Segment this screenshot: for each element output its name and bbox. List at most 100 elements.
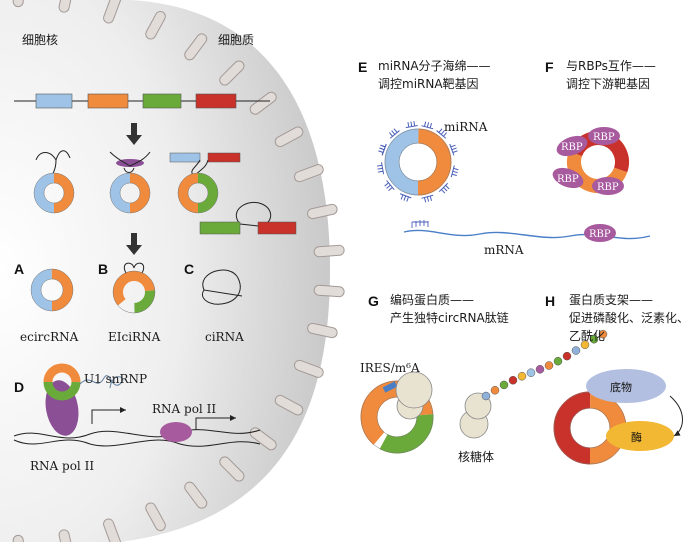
mirna-molecule <box>436 128 448 139</box>
rna-pol-ii-label-1: RNA pol II <box>30 459 94 473</box>
rbp-label-3: RBP <box>557 174 579 185</box>
mirna-molecule <box>384 180 395 192</box>
exon-red <box>195 93 237 109</box>
ecircrna-circle <box>30 268 74 312</box>
mirna-molecule <box>378 143 387 156</box>
exon-blue <box>35 93 73 109</box>
down-arrow-2 <box>126 233 142 255</box>
mirna-molecule <box>388 128 400 139</box>
amino-acid <box>598 329 608 339</box>
membrane-segment <box>219 60 245 86</box>
membrane-segment <box>313 244 345 258</box>
mirna-molecule <box>421 121 434 130</box>
rna-pol-ii-small <box>160 422 192 442</box>
membrane-segment <box>58 0 74 13</box>
enzyme-label: 酶 <box>631 431 642 444</box>
nucleus-label: 细胞核 <box>22 33 58 47</box>
substrate-arrow <box>669 395 683 437</box>
panel-B-letter: B <box>98 261 108 277</box>
ribosome-free <box>459 392 492 439</box>
panel-D-letter: D <box>14 379 24 395</box>
mirna-molecule <box>405 121 418 129</box>
cirna-lariat <box>201 269 243 305</box>
membrane-segment <box>184 33 208 61</box>
membrane-segment <box>307 322 338 339</box>
membrane-segment <box>307 203 338 220</box>
panel-F-title-1: 与RBPs互作—— <box>566 59 656 73</box>
eicirna-circle <box>112 262 156 314</box>
down-arrow-1 <box>126 123 142 145</box>
panel-A-letter: A <box>14 261 24 277</box>
cirna-label: ciRNA <box>205 330 244 344</box>
eicirna-label: EIciRNA <box>108 330 161 344</box>
amino-acid <box>553 356 563 366</box>
membrane-segment <box>313 284 345 298</box>
membrane-segment <box>12 534 26 542</box>
cell-membrane <box>12 0 345 542</box>
amino-acid <box>589 334 599 344</box>
lariat-exon-junction <box>199 202 297 235</box>
panel-H-title-1: 蛋白质支架—— <box>569 292 653 307</box>
amino-acid <box>508 376 518 385</box>
mirna-molecule <box>377 162 385 175</box>
rbp-on-mrna: RBP <box>584 224 616 242</box>
membrane-segment <box>274 394 304 416</box>
panel-G-letter: G <box>368 293 379 309</box>
peptide-chain <box>481 329 608 401</box>
panel-H-title-2: 促进磷酸化、泛素化、 <box>569 310 689 325</box>
panel-D-transcription <box>13 363 261 447</box>
membrane-segment <box>294 164 324 183</box>
membrane-segment <box>103 518 122 542</box>
membrane-segment <box>294 359 324 378</box>
enzyme-blob: 酶 <box>606 421 674 451</box>
substrate-label: 底物 <box>610 380 632 394</box>
mirna-molecule <box>421 194 434 203</box>
panel-E-title-2: 调控miRNA靶基因 <box>378 77 479 91</box>
amino-acid <box>481 391 491 401</box>
mrna-label: mRNA <box>484 243 524 257</box>
membrane-segment <box>12 0 26 8</box>
ribosome-label: 核糖体 <box>458 449 494 464</box>
mirna-sponge-circle <box>384 128 452 196</box>
rna-pol-ii-label-2: RNA pol II <box>152 402 216 416</box>
rbp-label-1: RBP <box>561 142 583 153</box>
panel-G-title-1: 编码蛋白质—— <box>390 292 474 307</box>
mirna-on-mrna <box>411 220 429 228</box>
substrate-blob: 底物 <box>586 369 666 403</box>
panel-C-letter: C <box>184 261 194 277</box>
amino-acid <box>526 368 536 377</box>
membrane-segment <box>145 502 166 532</box>
panel-E-letter: E <box>358 59 367 75</box>
ires-label: IRES/m⁶A <box>360 361 420 375</box>
mirna-molecule <box>399 193 412 202</box>
membrane-segment <box>184 481 208 509</box>
panel-E-title-1: miRNA分子海绵—— <box>378 58 491 73</box>
mirna-molecules <box>377 121 459 203</box>
rbp-proteins: RBP RBP RBP RBP <box>552 127 624 195</box>
panel-H-letter: H <box>545 293 555 309</box>
mirna-molecule <box>450 165 459 178</box>
panel-G-title-2: 产生独特circRNA肽链 <box>390 310 509 325</box>
amino-acid <box>562 351 572 361</box>
mirna-label: miRNA <box>444 120 488 134</box>
ribosome-on-circle <box>395 371 433 420</box>
amino-acid <box>517 371 527 381</box>
amino-acid <box>580 340 590 350</box>
amino-acid <box>571 346 581 355</box>
membrane-segment <box>103 0 122 24</box>
panel-H-title-3: 乙酰化 <box>569 329 605 343</box>
ecircrna-label: ecircRNA <box>20 330 79 344</box>
cytoplasm-label: 细胞质 <box>218 33 254 47</box>
rbp-label-4: RBP <box>597 182 619 193</box>
membrane-segment <box>249 427 277 451</box>
membrane-segment <box>249 91 277 115</box>
mirna-molecule <box>438 182 450 194</box>
u1-snrnp-label: U1 snRNP <box>84 372 147 386</box>
mirna-molecule <box>449 143 458 156</box>
amino-acid <box>490 386 500 395</box>
cell-body <box>0 0 330 542</box>
panel-F-letter: F <box>545 59 554 75</box>
membrane-segment <box>219 456 245 482</box>
pre-mrna-gene <box>14 93 270 109</box>
